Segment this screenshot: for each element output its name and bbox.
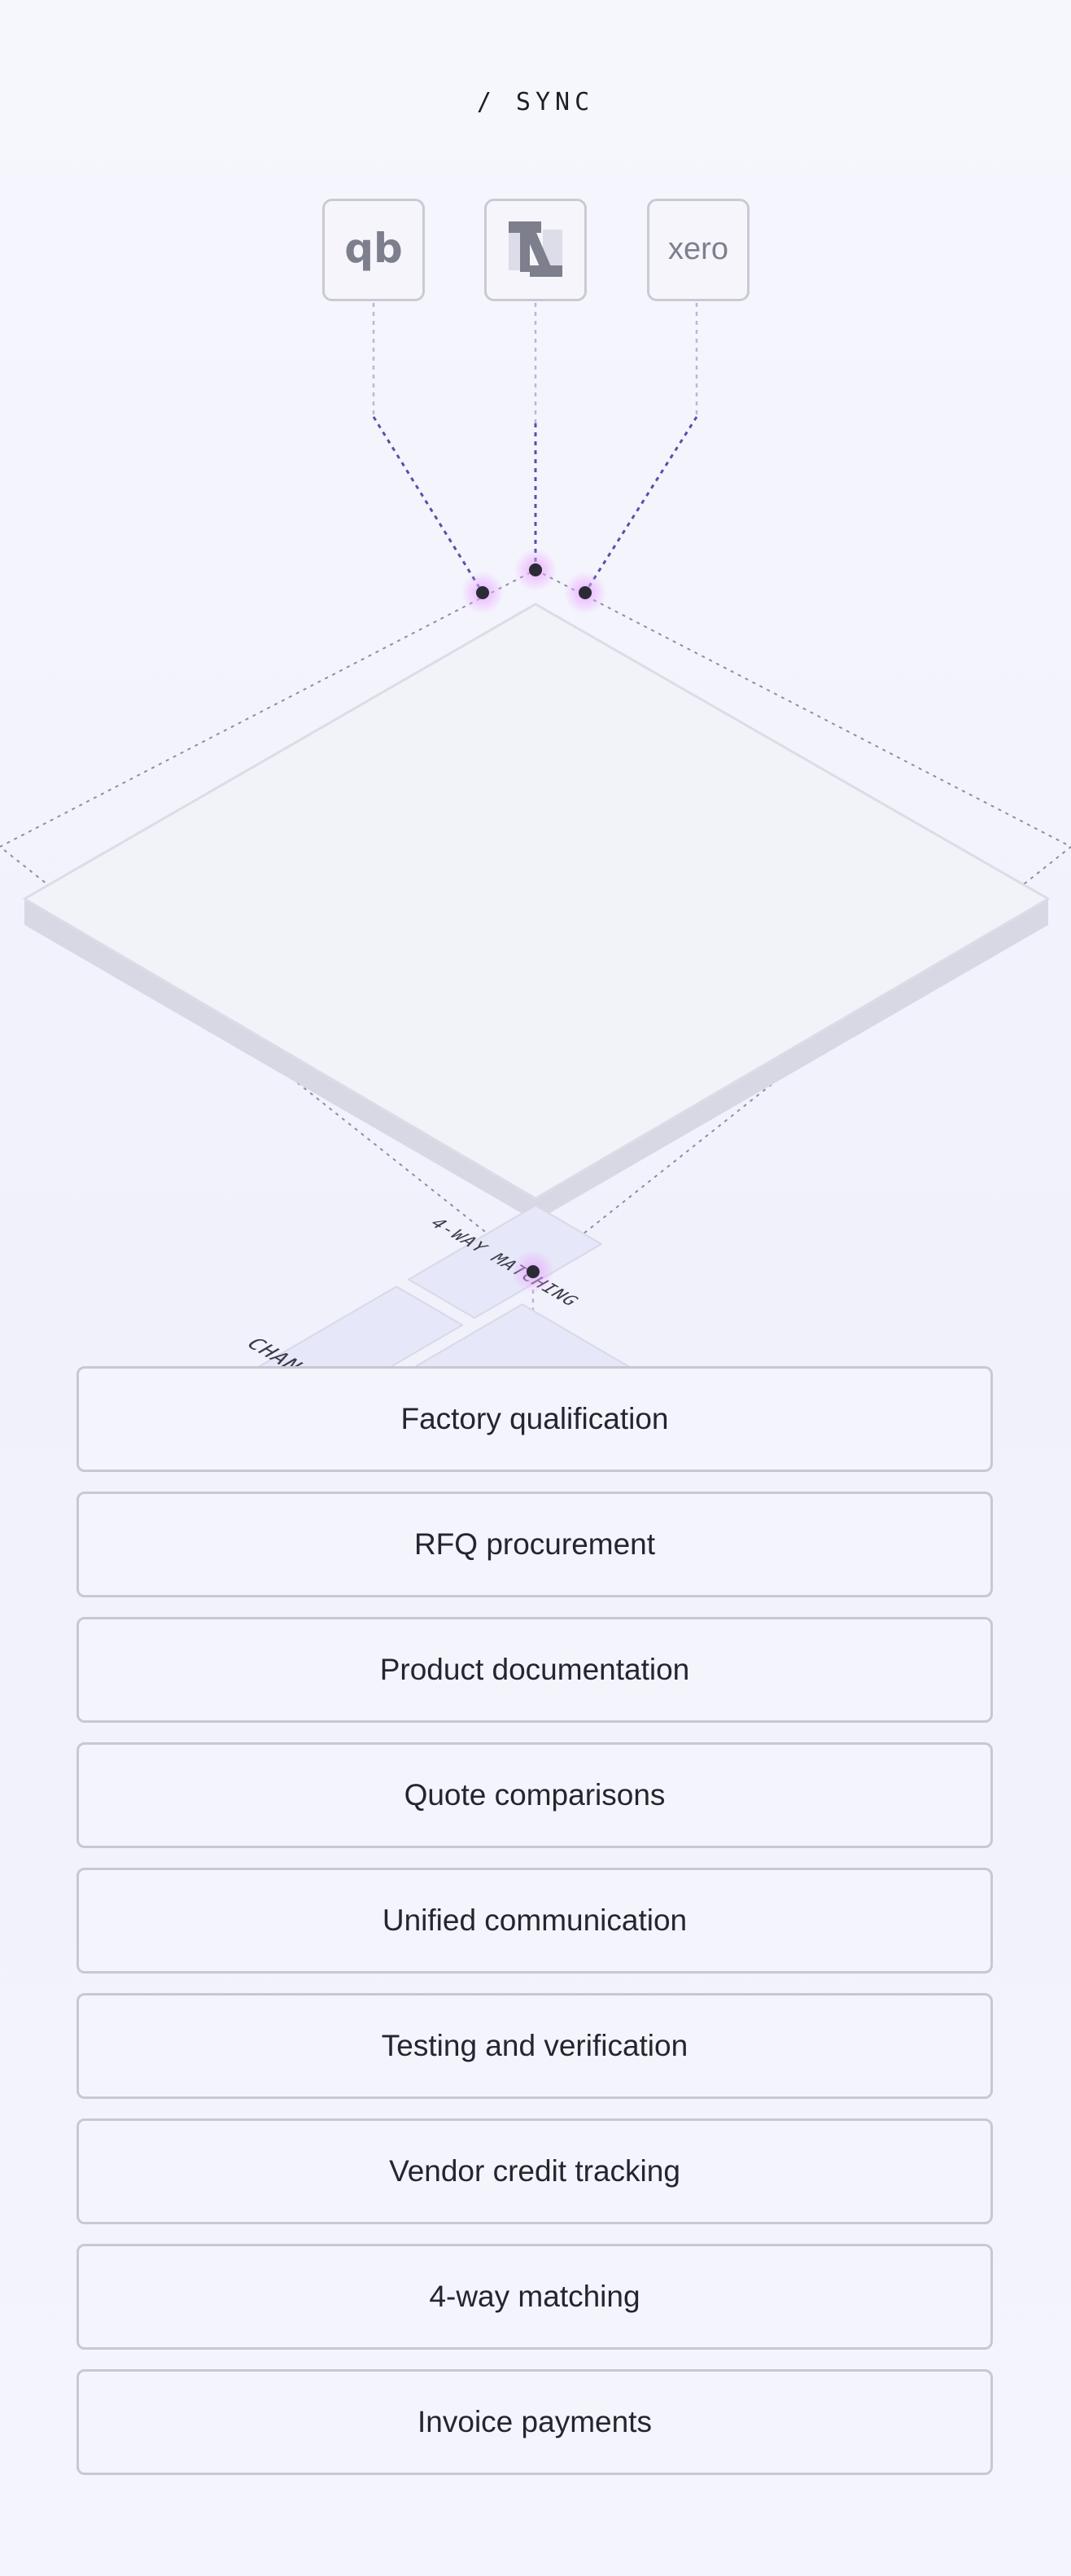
feature-quote-comparisons[interactable]: Quote comparisons xyxy=(76,1742,993,1848)
xero-icon-text: xero xyxy=(668,232,728,266)
connection-dot xyxy=(476,586,489,599)
connection-dot xyxy=(527,1265,540,1278)
feature-4-way-matching[interactable]: 4-way matching xyxy=(76,2244,993,2350)
tile-4-way-matching: 4-WAY MATCHING xyxy=(408,1204,602,1319)
connection-dots xyxy=(461,549,606,1293)
feature-unified-communication[interactable]: Unified communication xyxy=(76,1868,993,1974)
xero-logo: xero xyxy=(647,199,750,301)
quickbooks-icon: qb xyxy=(344,225,403,272)
feature-invoice-payments[interactable]: Invoice payments xyxy=(76,2369,993,2475)
feature-list: Factory qualification RFQ procurement Pr… xyxy=(76,1366,993,2475)
netsuite-icon xyxy=(509,221,562,277)
connection-dot xyxy=(579,586,592,599)
xero-icon: xero xyxy=(668,232,728,266)
feature-rfq-procurement[interactable]: RFQ procurement xyxy=(76,1492,993,1597)
feature-testing-verification[interactable]: Testing and verification xyxy=(76,1993,993,2099)
feature-product-documentation[interactable]: Product documentation xyxy=(76,1617,993,1723)
platform xyxy=(23,602,1050,1221)
feature-vendor-credit-tracking[interactable]: Vendor credit tracking xyxy=(76,2118,993,2224)
feature-factory-qualification[interactable]: Factory qualification xyxy=(76,1366,993,1472)
section-title: / SYNC xyxy=(476,88,595,116)
netsuite-logo xyxy=(484,199,587,301)
module-tiles: SOURCINGFACTORIESPRODUCTSPURCHASEORDERSP… xyxy=(227,1204,661,1384)
connection-dot xyxy=(529,563,542,576)
quickbooks-logo: qb xyxy=(322,199,425,301)
isometric-platform-diagram: SOURCINGFACTORIESPRODUCTSPURCHASEORDERSP… xyxy=(0,303,1071,1384)
quickbooks-icon-text: qb xyxy=(344,225,403,272)
